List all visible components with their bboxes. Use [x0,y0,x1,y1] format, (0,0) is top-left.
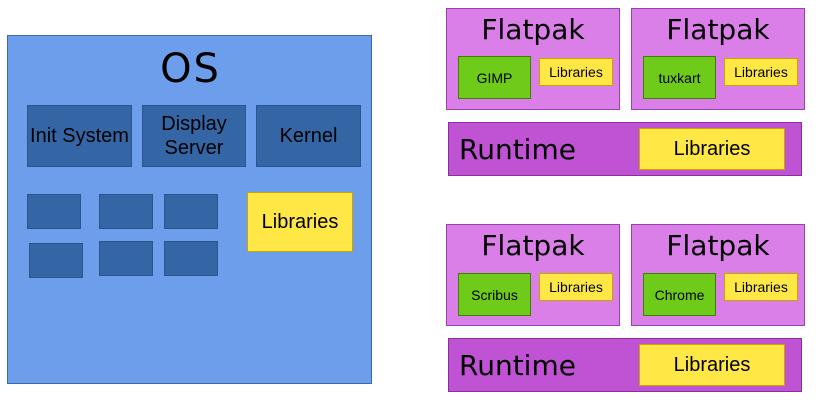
os-component-block [99,241,153,276]
flatpak-libraries: Libraries [724,273,798,301]
flatpak-tuxkart: Flatpak tuxkart Libraries [631,8,805,110]
app-scribus: Scribus [458,273,531,316]
flatpak-scribus: Flatpak Scribus Libraries [446,224,620,326]
runtime-libraries: Libraries [639,344,785,386]
runtime-top: Runtime Libraries [448,122,802,176]
os-component-block [164,241,218,276]
runtime-bottom: Runtime Libraries [448,338,802,392]
kernel-component: Kernel [256,105,361,167]
flatpak-gimp: Flatpak GIMP Libraries [446,8,620,110]
app-gimp: GIMP [458,56,531,99]
os-component-block [29,243,83,278]
os-title: OS [160,46,221,92]
app-chrome: Chrome [643,273,716,316]
os-libraries: Libraries [247,192,353,252]
flatpak-chrome: Flatpak Chrome Libraries [631,224,805,326]
flatpak-title: Flatpak [666,229,770,262]
init-system-component: Init System [27,105,132,167]
flatpak-title: Flatpak [481,13,585,46]
flatpak-title: Flatpak [481,229,585,262]
os-component-block [99,194,153,229]
os-component-block [27,194,81,229]
runtime-title: Runtime [459,348,576,382]
runtime-title: Runtime [459,132,576,166]
runtime-libraries: Libraries [639,128,785,170]
os-component-block [164,194,218,229]
os-block: OS Init System Display Server Kernel Lib… [7,35,372,384]
flatpak-title: Flatpak [666,13,770,46]
flatpak-libraries: Libraries [724,58,798,86]
app-tuxkart: tuxkart [643,56,716,99]
flatpak-libraries: Libraries [539,58,613,86]
flatpak-libraries: Libraries [539,273,613,301]
display-server-component: Display Server [142,105,246,167]
